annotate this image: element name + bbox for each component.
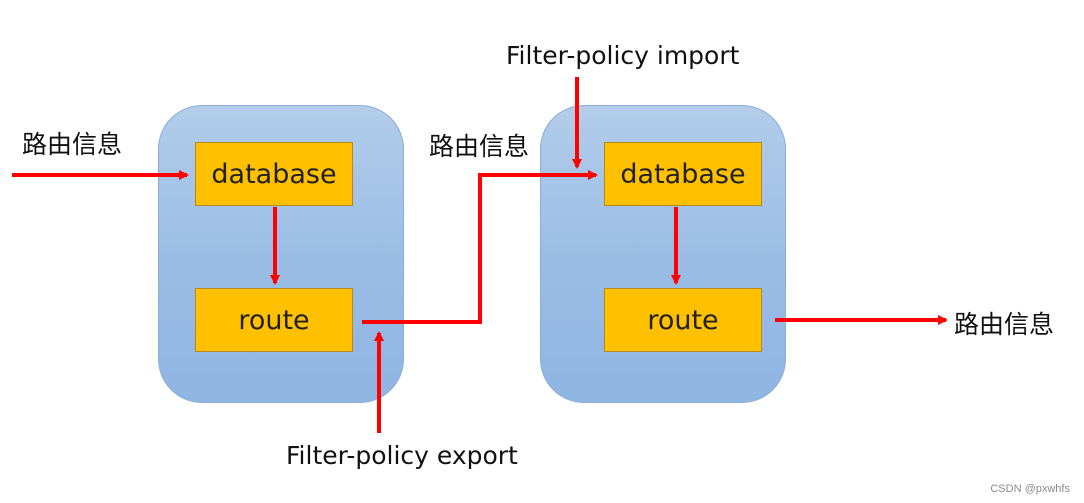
filter-policy-import-label: Filter-policy import	[506, 41, 740, 70]
route-info-label-out: 路由信息	[954, 310, 1055, 339]
route-info-label-in: 路由信息	[22, 130, 123, 159]
route-box-left: route	[195, 288, 353, 352]
filter-policy-export-label: Filter-policy export	[286, 441, 518, 470]
database-box-left: database	[195, 142, 353, 206]
arrow-left-route-to-right-db	[362, 170, 598, 324]
database-box-right: database	[604, 142, 762, 206]
watermark: CSDN @pxwhfs	[990, 483, 1070, 495]
route-box-right: route	[604, 288, 762, 352]
route-info-label-middle: 路由信息	[429, 132, 530, 161]
